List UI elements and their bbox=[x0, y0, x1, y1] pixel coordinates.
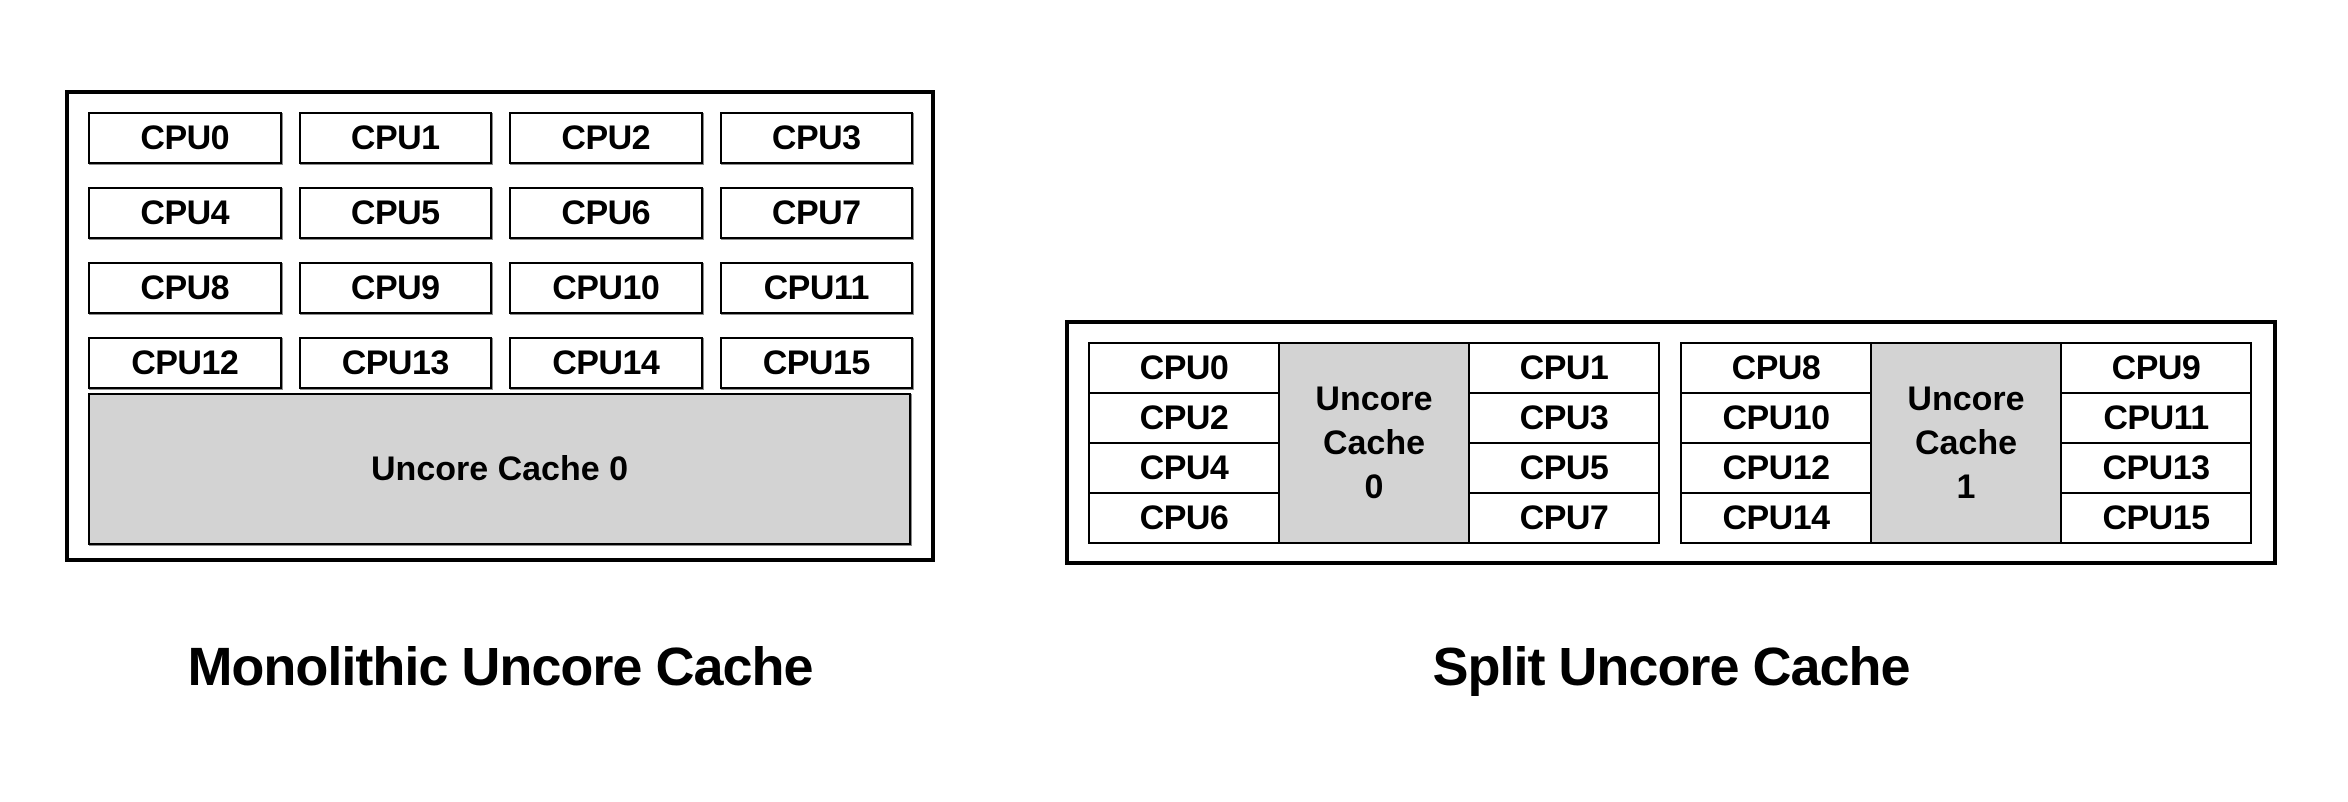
cpu-box-8: CPU8 bbox=[88, 262, 282, 314]
cpu-box-0: CPU0 bbox=[88, 112, 282, 164]
split-group-0-right-cpu-column: CPU1 CPU3 CPU5 CPU7 bbox=[1468, 342, 1660, 544]
cpu-box-odd-2: CPU5 bbox=[1470, 442, 1658, 492]
cpu-box-7: CPU7 bbox=[719, 187, 913, 239]
split-uncore-cache-0-box: Uncore Cache 0 bbox=[1280, 342, 1468, 544]
cpu-box-even-3: CPU6 bbox=[1090, 492, 1278, 542]
cpu-box-12: CPU12 bbox=[88, 337, 282, 389]
cpu-box-5: CPU5 bbox=[298, 187, 492, 239]
split-group-1: CPU8 CPU10 CPU12 CPU14 Uncore Cache 1 CP… bbox=[1680, 342, 2252, 544]
monolithic-uncore-diagram: CPU0 CPU1 CPU2 CPU3 CPU4 CPU5 CPU6 CPU7 … bbox=[65, 90, 935, 562]
cpu-box-11: CPU11 bbox=[719, 262, 913, 314]
cpu-box-3: CPU3 bbox=[719, 112, 913, 164]
cpu-box-14: CPU14 bbox=[509, 337, 703, 389]
cpu-box-odd-7: CPU15 bbox=[2062, 492, 2250, 542]
split-group-1-right-cpu-column: CPU9 CPU11 CPU13 CPU15 bbox=[2060, 342, 2252, 544]
cpu-box-odd-5: CPU11 bbox=[2062, 392, 2250, 442]
cache-label-line: 0 bbox=[1364, 468, 1384, 506]
cpu-box-even-2: CPU4 bbox=[1090, 442, 1278, 492]
cpu-box-10: CPU10 bbox=[509, 262, 703, 314]
cpu-box-even-6: CPU12 bbox=[1682, 442, 1870, 492]
split-uncore-cache-1-box: Uncore Cache 1 bbox=[1872, 342, 2060, 544]
cpu-box-2: CPU2 bbox=[509, 112, 703, 164]
cpu-box-even-4: CPU8 bbox=[1682, 344, 1870, 392]
cpu-box-4: CPU4 bbox=[88, 187, 282, 239]
cache-label-line: 1 bbox=[1956, 468, 1976, 506]
split-group-1-left-cpu-column: CPU8 CPU10 CPU12 CPU14 bbox=[1680, 342, 1872, 544]
cpu-box-15: CPU15 bbox=[719, 337, 913, 389]
uncore-cache-0-box: Uncore Cache 0 bbox=[88, 393, 911, 545]
cpu-box-6: CPU6 bbox=[509, 187, 703, 239]
cpu-box-9: CPU9 bbox=[298, 262, 492, 314]
cpu-box-even-0: CPU0 bbox=[1090, 344, 1278, 392]
split-uncore-diagram: CPU0 CPU2 CPU4 CPU6 Uncore Cache 0 CPU1 … bbox=[1065, 320, 2277, 565]
cpu-box-odd-3: CPU7 bbox=[1470, 492, 1658, 542]
cpu-box-even-7: CPU14 bbox=[1682, 492, 1870, 542]
cpu-box-even-1: CPU2 bbox=[1090, 392, 1278, 442]
cpu-box-odd-0: CPU1 bbox=[1470, 344, 1658, 392]
cpu-box-odd-6: CPU13 bbox=[2062, 442, 2250, 492]
cpu-box-even-5: CPU10 bbox=[1682, 392, 1870, 442]
cache-label-line: Cache bbox=[1914, 424, 2018, 462]
cache-label-line: Uncore bbox=[1315, 380, 1433, 418]
cpu-box-odd-1: CPU3 bbox=[1470, 392, 1658, 442]
monolithic-cpu-grid: CPU0 CPU1 CPU2 CPU3 CPU4 CPU5 CPU6 CPU7 … bbox=[88, 112, 913, 389]
monolithic-caption: Monolithic Uncore Cache bbox=[187, 637, 813, 697]
split-group-0: CPU0 CPU2 CPU4 CPU6 Uncore Cache 0 CPU1 … bbox=[1088, 342, 1660, 544]
cpu-box-odd-4: CPU9 bbox=[2062, 344, 2250, 392]
split-groups-row: CPU0 CPU2 CPU4 CPU6 Uncore Cache 0 CPU1 … bbox=[1088, 342, 2252, 544]
cpu-box-13: CPU13 bbox=[298, 337, 492, 389]
split-group-0-left-cpu-column: CPU0 CPU2 CPU4 CPU6 bbox=[1088, 342, 1280, 544]
split-caption: Split Uncore Cache bbox=[1432, 637, 1910, 697]
cache-label-line: Uncore bbox=[1907, 380, 2025, 418]
cache-label-line: Cache bbox=[1322, 424, 1426, 462]
cpu-box-1: CPU1 bbox=[298, 112, 492, 164]
